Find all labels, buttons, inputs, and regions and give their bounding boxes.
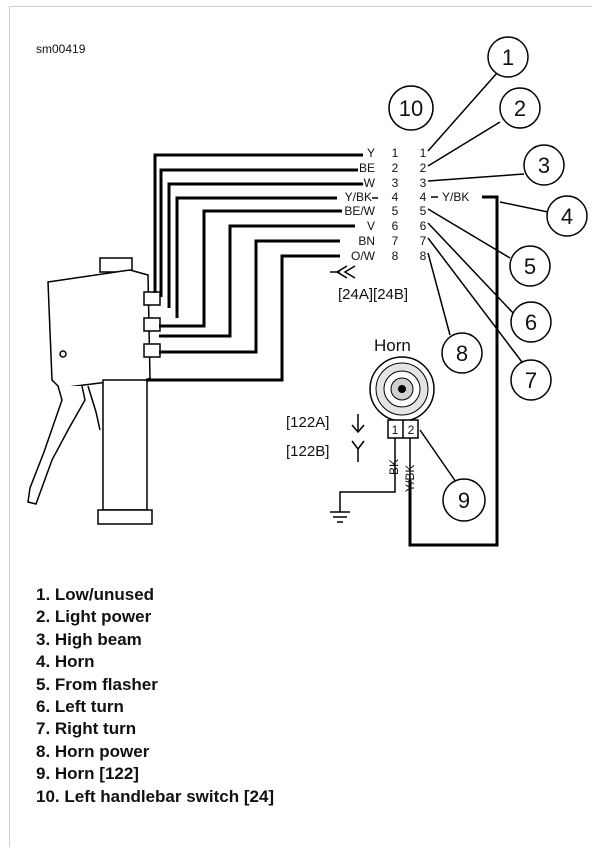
connector-24-label: [24A][24B]: [338, 286, 408, 303]
legend-item: 8. Horn power: [36, 741, 150, 761]
pin-number-left: 1: [392, 146, 399, 160]
pin-number-right: 4: [420, 190, 427, 204]
pin-number-right: 1: [420, 146, 427, 160]
connector-arrow-icon: [351, 414, 365, 434]
figure-id: sm00419: [36, 42, 86, 56]
horn-ybk-label: Y/BK: [403, 465, 417, 492]
wire-color-label: O/W: [351, 249, 376, 263]
pin-number-left: 6: [392, 219, 399, 233]
callout-number: 7: [525, 368, 537, 393]
pin-number-right: 6: [420, 219, 427, 233]
horn-pin-1: 1: [392, 423, 399, 437]
pin-number-right: 3: [420, 176, 427, 190]
callout-leaders: [419, 72, 549, 483]
legend-item: 3. High beam: [36, 629, 142, 649]
callout-4: 4: [546, 195, 588, 237]
callout-8: 8: [441, 332, 483, 374]
callout-number: 10: [399, 96, 423, 121]
callout-9: 9: [442, 478, 486, 522]
pin-number-left: 3: [392, 176, 399, 190]
pin-number-left: 5: [392, 204, 399, 218]
connector-fork-icon: [351, 440, 365, 462]
callout-6: 6: [510, 301, 552, 343]
horn-bk-wire: [339, 438, 396, 512]
wire-color-label: V: [367, 219, 375, 233]
wire-color-labels: Y BE W Y/BK BE/W V BN O/W: [344, 146, 375, 263]
connector-24-symbol: [330, 265, 356, 279]
pin-number-right: 2: [420, 161, 427, 175]
wire-color-label: BE: [359, 161, 375, 175]
wire-color-label: BE/W: [344, 204, 375, 218]
horn-pin-2: 2: [408, 423, 415, 437]
callout-number: 4: [561, 204, 573, 229]
legend-item: 6. Left turn: [36, 697, 124, 717]
wire-color-label: Y: [367, 146, 375, 160]
handlebar-switch-housing: [27, 257, 161, 505]
pin-number-right: 8: [420, 249, 427, 263]
y-bk-wire-label: Y/BK: [442, 190, 469, 204]
legend-item: 1. Low/unused: [36, 585, 155, 604]
ground-icon: [330, 511, 350, 523]
horn-connector-b-label: [122B]: [286, 443, 329, 460]
legend-item: 7. Right turn: [36, 719, 137, 739]
y-bk-wire: [408, 195, 499, 547]
pin-number-left: 8: [392, 249, 399, 263]
callout-7: 7: [510, 359, 552, 401]
pin-number-left: 7: [392, 234, 399, 248]
horn-connector: 1 2: [387, 419, 419, 439]
legend-item: 9. Horn [122]: [36, 764, 139, 784]
callout-1: 1: [487, 36, 529, 78]
callout-5: 5: [509, 245, 551, 287]
figure-frame: [9, 6, 592, 847]
wire-color-label: W: [364, 176, 376, 190]
pin-number-left: 2: [392, 161, 399, 175]
callout-number: 6: [525, 310, 537, 335]
horn-connector-a-label: [122A]: [286, 414, 329, 431]
horn-title: Horn: [374, 336, 411, 355]
legend-list: 1. Low/unused 2. Light power 3. High bea…: [36, 584, 274, 808]
callout-number: 3: [538, 153, 550, 178]
callout-number: 1: [502, 45, 514, 70]
connector-24-pin-numbers: 1 2 3 4 5 6 7 8 1 2 3 4 5 6 7 8: [392, 146, 427, 263]
pin-number-left: 4: [392, 190, 399, 204]
legend-item: 2. Light power: [36, 607, 152, 627]
callout-number: 5: [524, 254, 536, 279]
switch-harness: [146, 153, 363, 382]
horn-bk-label: BK: [387, 459, 401, 475]
wire-color-label: BN: [358, 234, 375, 248]
pin-number-right: 5: [420, 204, 427, 218]
wire-color-label: Y/BK: [345, 190, 372, 204]
wiring-diagram: sm00419 Y BE W Y/BK BE/W V BN O/W: [27, 36, 588, 547]
callout-10: 10: [388, 85, 434, 131]
callout-number: 2: [514, 96, 526, 121]
legend-item: 4. Horn: [36, 652, 95, 672]
callout-number: 8: [456, 341, 468, 366]
legend-item: 5. From flasher: [36, 674, 158, 694]
callout-3: 3: [523, 144, 565, 186]
handlebar-grip: [97, 379, 153, 525]
pin-number-right: 7: [420, 234, 427, 248]
legend-item: 10. Left handlebar switch [24]: [36, 786, 275, 806]
callout-2: 2: [499, 87, 541, 129]
callout-number: 9: [458, 488, 470, 513]
horn-icon: [369, 356, 435, 422]
